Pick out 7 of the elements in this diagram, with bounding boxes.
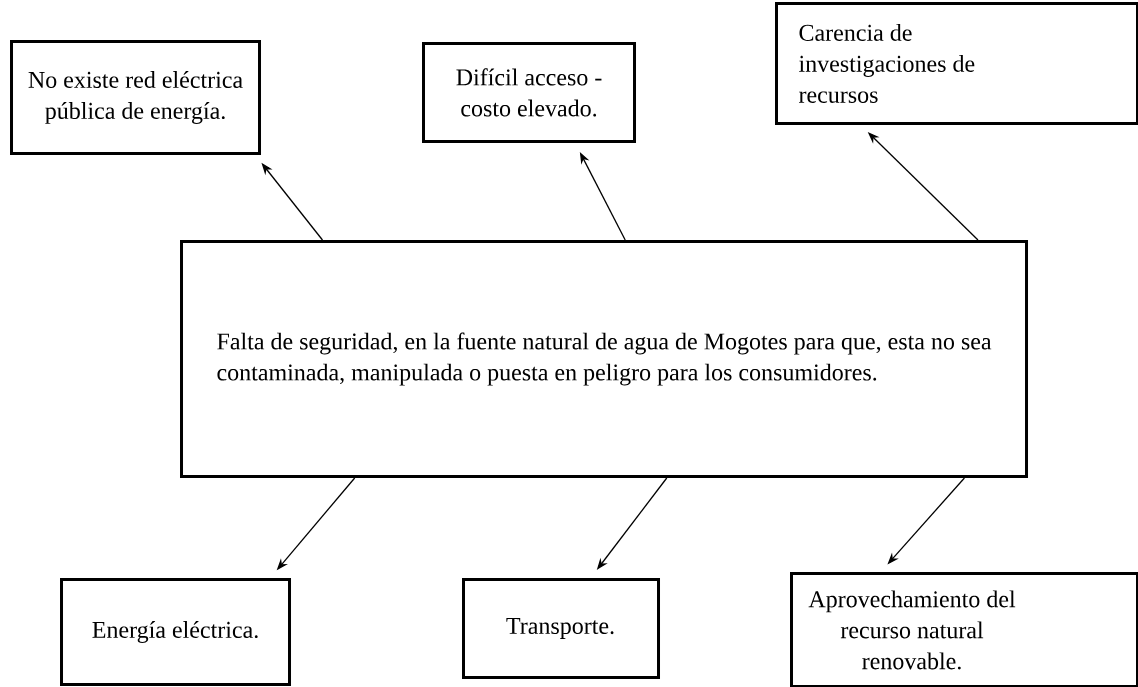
text-box: Difícil acceso - costo elevado. xyxy=(422,42,636,143)
text-box: Falta de seguridad, en la fuente natural de agua de Mogotes para que, esta no sea contaminada, manipulada o puesta en peligro para los consumidores. xyxy=(180,240,1028,478)
text-box: Carencia de investigaciones de recursos xyxy=(775,2,1138,125)
text-box: No existe red eléctrica pública de energía. xyxy=(10,40,261,155)
text-box: Aprovechamiento del recurso natural renovable. xyxy=(790,572,1138,687)
text-box: Energía eléctrica. xyxy=(60,578,291,686)
text-box: Transporte. xyxy=(462,578,660,679)
